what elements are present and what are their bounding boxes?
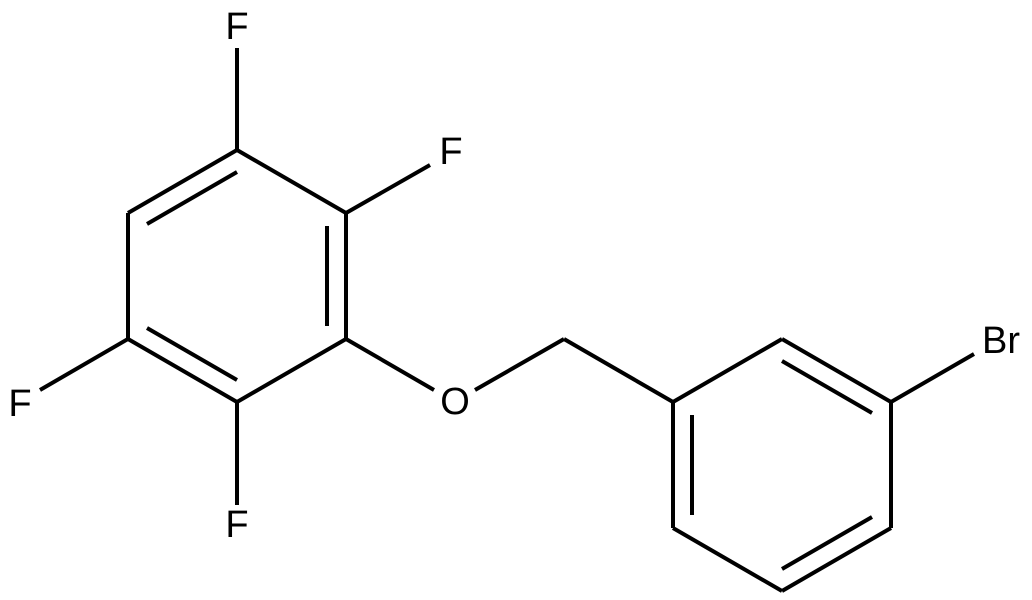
fluorine-label-left: F bbox=[8, 383, 31, 425]
bond-c2-f-upper-right bbox=[345, 163, 431, 215]
ring-b-bond-d1-d2 bbox=[671, 337, 784, 404]
ring-a-bond-c6-c1-inner bbox=[145, 170, 239, 226]
tetrafluorophenyl-ring bbox=[126, 148, 348, 404]
bond-ring-bromine bbox=[889, 352, 976, 404]
bromine-label: Br bbox=[982, 320, 1020, 362]
bond-c3-oxygen bbox=[344, 337, 436, 392]
ring-b-bond-d2-d3 bbox=[780, 337, 893, 404]
ring-a-bond-c4-c5-inner bbox=[145, 326, 239, 382]
ring-b-bond-d4-d5 bbox=[780, 526, 893, 593]
ring-b-bond-d2-d3-inner bbox=[780, 359, 874, 415]
bromophenyl-ring bbox=[671, 337, 893, 593]
fluorine-label-upper-right: F bbox=[439, 131, 462, 173]
bond-ch2-ring bbox=[562, 337, 675, 404]
fluorine-label-bottom: F bbox=[225, 504, 248, 546]
ring-a-bond-c1-c2 bbox=[235, 148, 348, 215]
fluorine-label-top: F bbox=[225, 6, 248, 48]
ring-b-bond-d5-d6 bbox=[671, 526, 784, 593]
ring-a-bond-c3-c4 bbox=[235, 337, 348, 404]
atom-labels: F F F F O Br bbox=[8, 6, 1020, 546]
ring-b-bond-d4-d5-inner bbox=[780, 515, 874, 571]
oxygen-label: O bbox=[440, 381, 470, 423]
bond-c5-f-left bbox=[38, 337, 130, 392]
ring-a-bond-c6-c1 bbox=[126, 148, 239, 215]
ring-a-bond-c4-c5 bbox=[126, 337, 239, 404]
substituent-bonds bbox=[38, 48, 976, 505]
bond-oxygen-ch2 bbox=[474, 337, 565, 392]
